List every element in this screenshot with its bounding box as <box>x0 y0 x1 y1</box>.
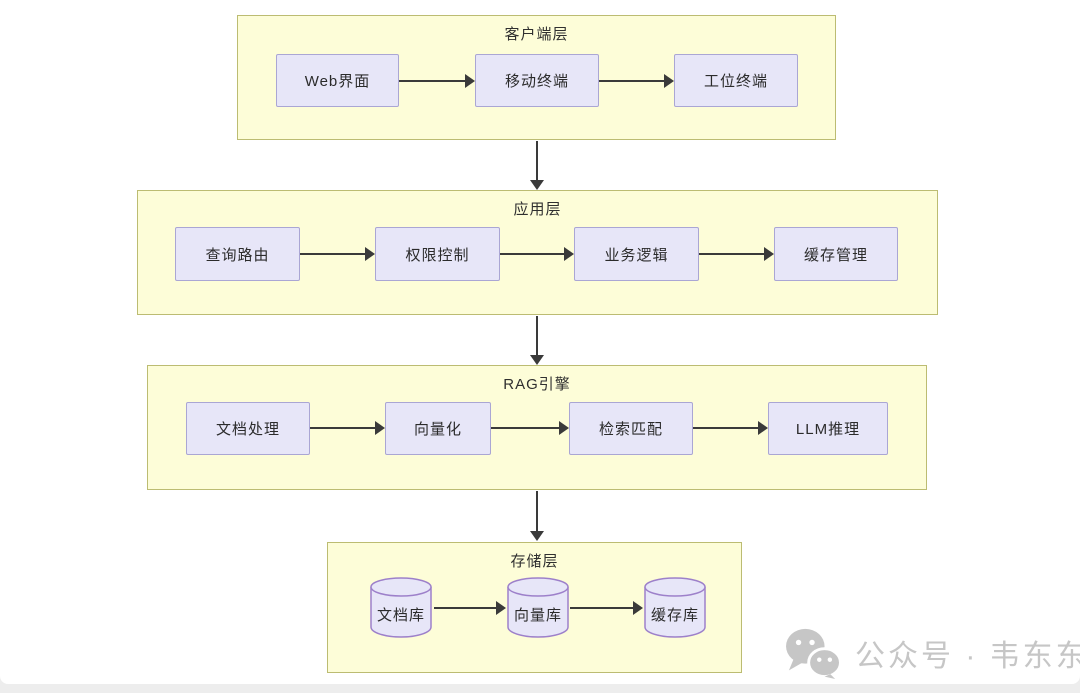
node-workstation-terminal: 工位终端 <box>674 54 798 107</box>
arrow-app-to-rag <box>530 316 544 365</box>
db-label: 缓存库 <box>650 607 699 624</box>
node-mobile-terminal: 移动终端 <box>475 54 599 107</box>
db-vector-store: 向量库 <box>506 576 570 638</box>
watermark-text: 公众号 · 韦东东 <box>855 640 1080 673</box>
arrow-line <box>491 427 561 429</box>
database-cylinder-icon <box>507 577 569 638</box>
arrow-head-icon <box>375 421 385 435</box>
layer-rag-engine: RAG引擎 文档处理 向量化 检索匹配 LLM推理 <box>147 365 927 490</box>
node-web-interface: Web界面 <box>276 54 399 107</box>
arrow-line <box>693 427 760 429</box>
arrow-head-icon <box>764 247 774 261</box>
node-llm-inference: LLM推理 <box>768 402 888 455</box>
arrow-vector-to-retrieval <box>491 421 569 435</box>
node-query-routing: 查询路由 <box>175 227 300 281</box>
arrow-head-icon <box>758 421 768 435</box>
db-label: 文档库 <box>376 607 425 624</box>
layer-rag-engine-title: RAG引擎 <box>503 376 571 393</box>
node-document-processing: 文档处理 <box>186 402 310 455</box>
layer-client: 客户端层 Web界面 移动终端 工位终端 <box>237 15 836 140</box>
wechat-icon <box>786 628 842 679</box>
arrow-head-icon <box>633 601 643 615</box>
db-cache-store: 缓存库 <box>643 576 707 638</box>
node-business-logic: 业务逻辑 <box>574 227 699 281</box>
arrow-head-icon <box>564 247 574 261</box>
arrow-head-icon <box>496 601 506 615</box>
arrow-head-icon <box>465 74 475 88</box>
layer-client-title: 客户端层 <box>504 26 569 43</box>
arrow-line <box>599 80 666 82</box>
arrow-business-to-cache <box>699 247 774 261</box>
db-document-store: 文档库 <box>369 576 433 638</box>
node-vectorization: 向量化 <box>385 402 491 455</box>
arrow-line <box>300 253 367 255</box>
arrow-line <box>399 80 467 82</box>
arrow-client-to-app <box>530 141 544 190</box>
arrow-retrieval-to-llm <box>693 421 768 435</box>
arrow-web-to-mobile <box>399 74 475 88</box>
arrow-permission-to-business <box>500 247 574 261</box>
arrow-line <box>434 607 498 609</box>
arrow-rag-to-storage <box>530 491 544 541</box>
arrow-line <box>536 316 538 357</box>
arrow-head-icon <box>664 74 674 88</box>
layer-storage-title: 存储层 <box>510 553 559 570</box>
arrow-line <box>310 427 377 429</box>
database-cylinder-icon <box>644 577 706 638</box>
arrow-head-icon <box>365 247 375 261</box>
db-label: 向量库 <box>513 607 562 624</box>
arrow-docproc-to-vector <box>310 421 385 435</box>
layer-storage: 存储层 文档库 向量库 缓存库 <box>327 542 742 673</box>
database-cylinder-icon <box>370 577 432 638</box>
arrow-line <box>536 141 538 182</box>
arrow-head-icon <box>530 531 544 541</box>
node-retrieval-matching: 检索匹配 <box>569 402 693 455</box>
node-cache-management: 缓存管理 <box>774 227 898 281</box>
arrow-line <box>570 607 635 609</box>
arrow-docdb-to-vecdb <box>434 601 506 615</box>
arrow-line <box>536 491 538 533</box>
arrow-line <box>699 253 766 255</box>
arrow-line <box>500 253 566 255</box>
arrow-head-icon <box>530 180 544 190</box>
arrow-head-icon <box>559 421 569 435</box>
arrow-vecdb-to-cachedb <box>570 601 643 615</box>
arrow-mobile-to-workstation <box>599 74 674 88</box>
arrow-routing-to-permission <box>300 247 375 261</box>
arrow-head-icon <box>530 355 544 365</box>
layer-application-title: 应用层 <box>513 201 562 218</box>
watermark: 公众号 · 韦东东 <box>784 627 1080 679</box>
node-permission-control: 权限控制 <box>375 227 500 281</box>
layer-application: 应用层 查询路由 权限控制 业务逻辑 缓存管理 <box>137 190 938 315</box>
